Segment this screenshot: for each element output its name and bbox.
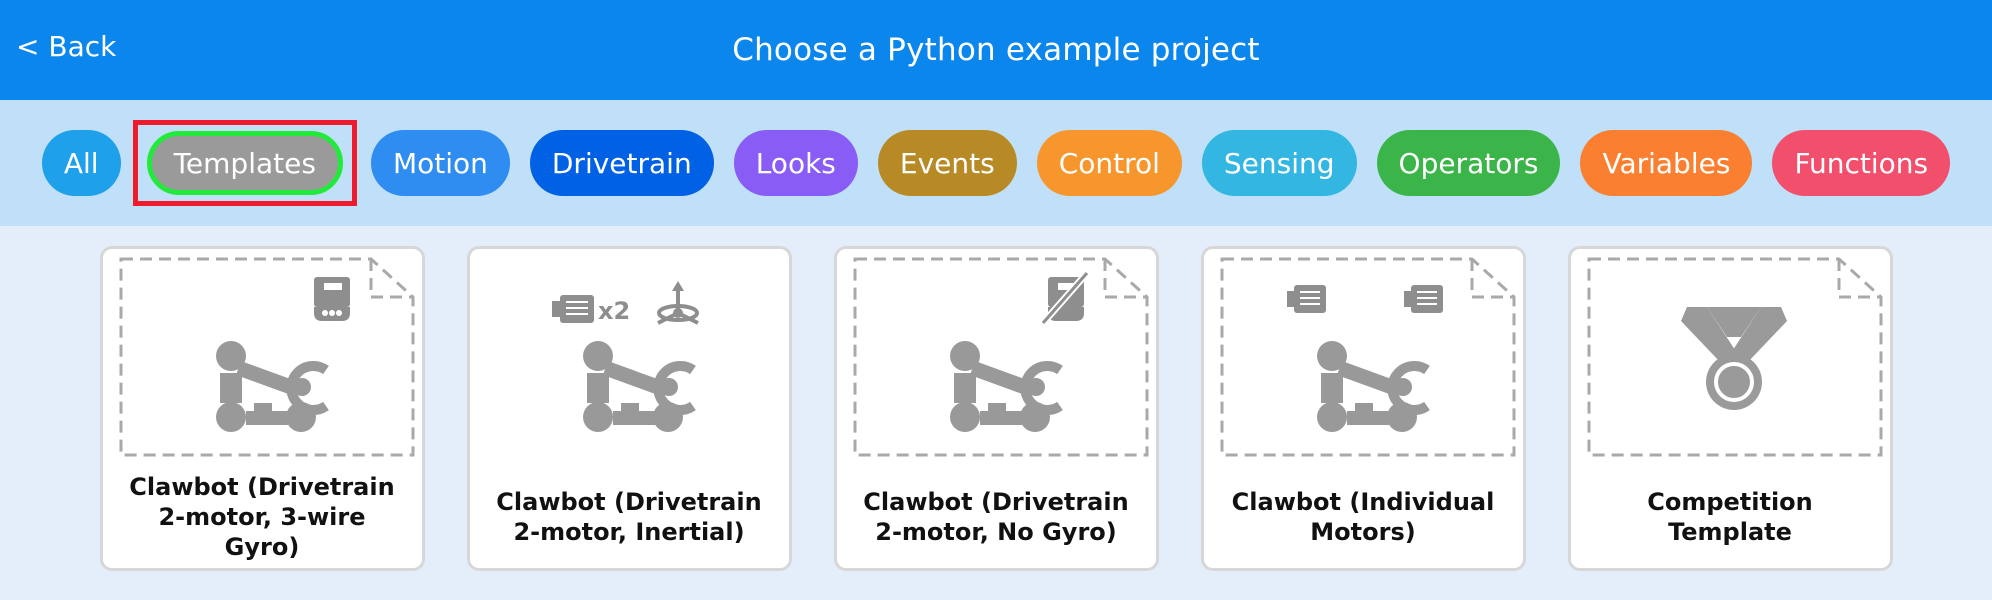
category-variables[interactable]: Variables (1580, 130, 1753, 196)
category-sensing[interactable]: Sensing (1201, 130, 1357, 196)
clawbot-icon (949, 341, 1063, 432)
project-thumbnail (119, 257, 414, 457)
category-events[interactable]: Events (877, 130, 1017, 196)
project-name: Clawbot (Drivetrain 2-motor, Inertial) (496, 488, 762, 546)
project-grid: Clawbot (Drivetrain 2-motor, 3-wire Gyro… (0, 226, 1992, 571)
category-functions[interactable]: Functions (1772, 130, 1951, 196)
project-card-clawbot-inertial[interactable]: x2 Clawbot (Drivetrai (466, 246, 792, 571)
medal-icon (1680, 307, 1787, 410)
project-thumbnail (1220, 257, 1515, 457)
motor-icon (1403, 285, 1443, 313)
category-all[interactable]: All (41, 130, 121, 196)
clawbot-icon (215, 341, 329, 432)
project-card-clawbot-no-gyro[interactable]: Clawbot (Drivetrain 2-motor, No Gyro) (833, 246, 1159, 571)
back-button[interactable]: < Back (16, 30, 117, 63)
category-templates[interactable]: Templates (146, 131, 343, 195)
category-templates-highlight: Templates (132, 120, 357, 206)
header-bar: < Back Choose a Python example project (0, 0, 1992, 100)
clawbot-icon (582, 341, 696, 432)
project-name: Clawbot (Individual Motors) (1231, 488, 1495, 546)
project-thumbnail (853, 257, 1148, 457)
inertial-sensor-icon (656, 281, 699, 325)
project-card-clawbot-3wire-gyro[interactable]: Clawbot (Drivetrain 2-motor, 3-wire Gyro… (99, 246, 425, 571)
category-drivetrain[interactable]: Drivetrain (529, 130, 714, 196)
category-motion[interactable]: Motion (370, 130, 510, 196)
category-bar: All Templates Motion Drivetrain Looks Ev… (0, 100, 1992, 226)
project-card-clawbot-individual-motors[interactable]: Clawbot (Individual Motors) (1200, 246, 1526, 571)
page-title: Choose a Python example project (732, 32, 1260, 68)
clawbot-icon (1316, 341, 1430, 432)
motor-x2-icon: x2 (551, 295, 630, 325)
project-name: Clawbot (Drivetrain 2-motor, 3-wire Gyro… (129, 473, 395, 561)
project-thumbnail (1587, 257, 1882, 457)
motor-icon (1286, 285, 1326, 313)
category-looks[interactable]: Looks (733, 130, 858, 196)
project-name: Clawbot (Drivetrain 2-motor, No Gyro) (863, 488, 1129, 546)
no-gyro-icon (1039, 270, 1090, 326)
svg-text:x2: x2 (598, 297, 630, 325)
project-thumbnail: x2 (551, 281, 699, 432)
category-operators[interactable]: Operators (1376, 130, 1561, 196)
project-card-competition-template[interactable]: Competition Template (1567, 246, 1893, 571)
category-control[interactable]: Control (1036, 130, 1182, 196)
gyro-3wire-icon (313, 277, 350, 321)
project-name: Competition Template (1647, 488, 1813, 546)
